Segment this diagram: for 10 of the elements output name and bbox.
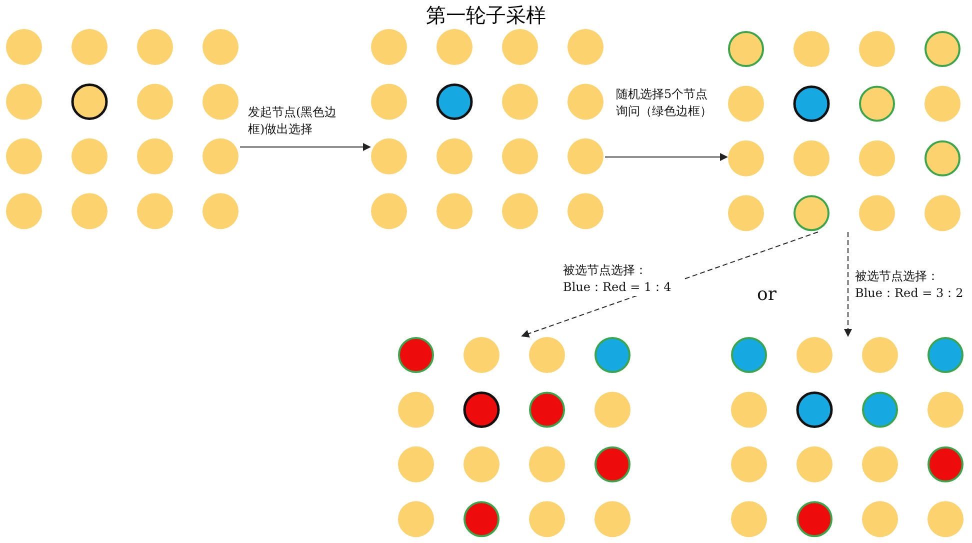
dot-grid-drawing (727, 30, 962, 232)
arrow (604, 153, 728, 161)
arrow (844, 232, 852, 337)
arrow (240, 143, 371, 151)
dot-grid-drawing (730, 336, 965, 538)
dot-grid-drawing (5, 28, 240, 230)
dot-grid-drawing (397, 336, 632, 538)
diagram-title: 第一轮子采样 (425, 2, 547, 29)
dot-grid-drawing (370, 28, 605, 230)
edge-label: 被选节点选择： Blue：Red = 1：4 (563, 262, 683, 296)
